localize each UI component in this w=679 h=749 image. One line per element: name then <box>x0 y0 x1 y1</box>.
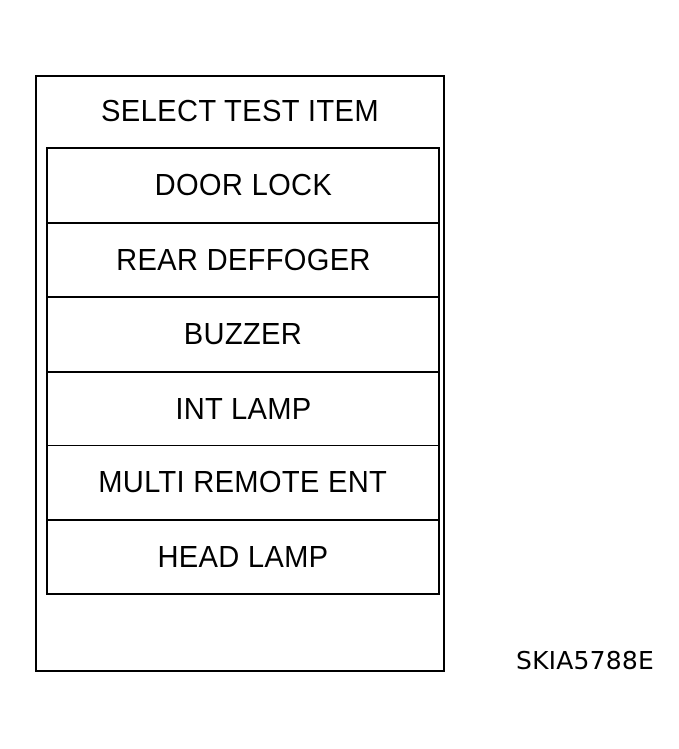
list-item-label: MULTI REMOTE ENT <box>98 464 388 500</box>
list-item-label: DOOR LOCK <box>154 167 332 203</box>
list-item-door-lock[interactable]: DOOR LOCK <box>48 149 438 224</box>
screen-title: SELECT TEST ITEM <box>100 93 380 128</box>
list-item-label: BUZZER <box>183 316 303 352</box>
list-item-label: HEAD LAMP <box>157 538 329 574</box>
list-item-multi-remote-ent[interactable]: MULTI REMOTE ENT <box>48 446 438 521</box>
figure-caption: SKIA5788E <box>516 646 654 675</box>
list-item-buzzer[interactable]: BUZZER <box>48 298 438 373</box>
test-item-list: DOOR LOCK REAR DEFFOGER BUZZER INT LAMP … <box>46 147 440 595</box>
list-item-head-lamp[interactable]: HEAD LAMP <box>48 520 438 593</box>
select-test-item-screen: SELECT TEST ITEM DOOR LOCK REAR DEFFOGER… <box>35 75 445 672</box>
list-item-label: INT LAMP <box>174 390 312 426</box>
list-item-label: REAR DEFFOGER <box>115 241 371 277</box>
list-item-rear-deffoger[interactable]: REAR DEFFOGER <box>48 223 438 298</box>
list-item-int-lamp[interactable]: INT LAMP <box>48 372 438 446</box>
